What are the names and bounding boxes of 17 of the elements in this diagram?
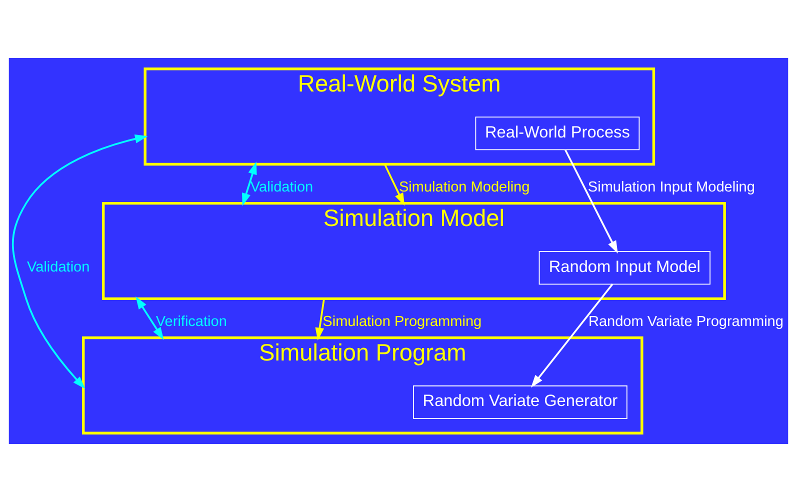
edge-label: Validation xyxy=(250,178,314,195)
edge-label: Simulation Modeling xyxy=(398,178,530,195)
arrow xyxy=(12,134,148,388)
edge-label: Simulation Input Modeling xyxy=(588,178,755,195)
arrow xyxy=(136,296,164,340)
node-box: Random Variate Generator xyxy=(413,384,628,419)
arrow xyxy=(384,163,405,206)
arrow xyxy=(530,283,614,388)
edge-label: Verification xyxy=(156,313,227,330)
arrow xyxy=(315,298,325,340)
edge-label: Simulation Programming xyxy=(322,313,482,330)
arrow xyxy=(564,148,618,254)
node-box: Random Input Model xyxy=(538,250,710,284)
arrow xyxy=(242,161,257,206)
edge-label: Validation xyxy=(27,258,90,275)
node-box: Real-World Process xyxy=(475,116,640,150)
edge-label: Random Variate Programming xyxy=(588,313,784,330)
